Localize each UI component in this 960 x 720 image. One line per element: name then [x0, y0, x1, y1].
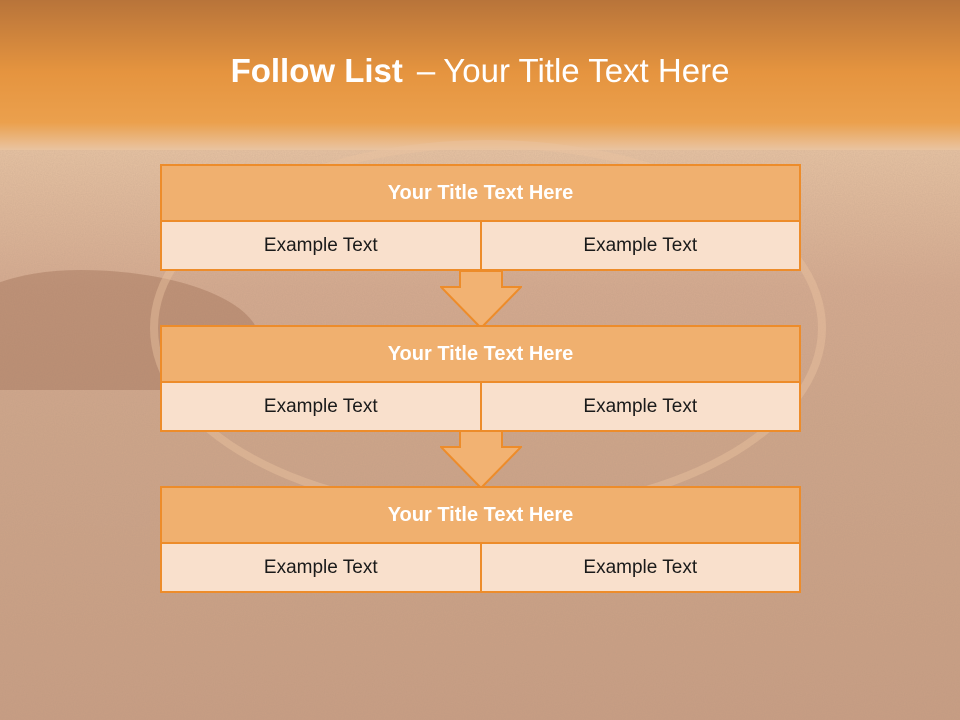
title-bold: Follow List — [230, 52, 403, 89]
step-row: Example Text Example Text — [160, 544, 801, 593]
step-block-2: Your Title Text Here Example Text Exampl… — [160, 325, 801, 432]
step-cell-left: Example Text — [160, 222, 482, 271]
step-cell-left: Example Text — [160, 383, 482, 432]
step-cell-right: Example Text — [481, 222, 801, 271]
step-title: Your Title Text Here — [160, 164, 801, 222]
down-arrow-icon — [440, 431, 522, 489]
title-separator: – — [416, 52, 436, 89]
step-title: Your Title Text Here — [160, 486, 801, 544]
down-arrow-icon — [440, 271, 522, 329]
slide-title: Follow List–Your Title Text Here — [0, 52, 960, 90]
step-cell-right: Example Text — [481, 544, 801, 593]
step-row: Example Text Example Text — [160, 222, 801, 271]
title-rest: Your Title Text Here — [443, 52, 730, 89]
step-title: Your Title Text Here — [160, 325, 801, 383]
step-row: Example Text Example Text — [160, 383, 801, 432]
step-block-1: Your Title Text Here Example Text Exampl… — [160, 164, 801, 271]
step-block-3: Your Title Text Here Example Text Exampl… — [160, 486, 801, 593]
step-cell-right: Example Text — [481, 383, 801, 432]
step-cell-left: Example Text — [160, 544, 482, 593]
